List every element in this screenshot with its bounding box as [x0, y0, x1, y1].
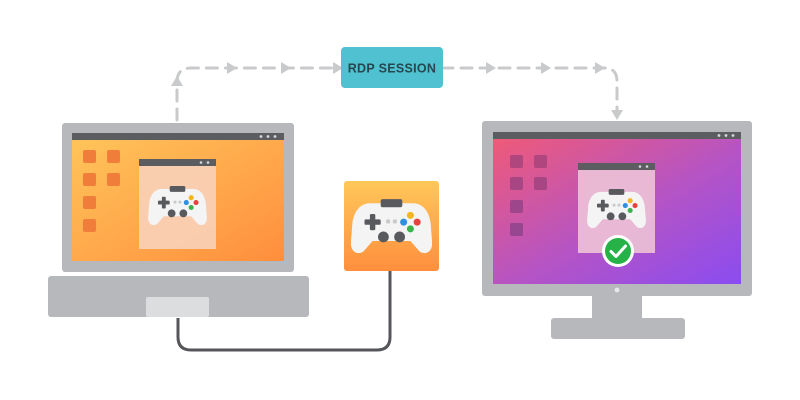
arrowhead-right-icon — [281, 62, 291, 74]
arrowhead-right-icon — [227, 62, 237, 74]
laptop-titlebar — [72, 133, 284, 140]
rdp-flow-arrow — [171, 62, 623, 122]
power-indicator — [614, 287, 620, 293]
arrowhead-right-icon — [541, 62, 551, 74]
arrowhead-up-icon — [171, 76, 183, 86]
arrowhead-right-icon — [595, 62, 605, 74]
monitor-stand-base — [551, 318, 685, 339]
remote-desktop-icons — [510, 155, 547, 236]
usb-gamepad-device — [344, 181, 439, 271]
checkmark-icon — [602, 235, 634, 267]
usb-cable — [176, 271, 392, 352]
arrowhead-right-icon — [486, 62, 496, 74]
laptop-gamepad-window — [139, 159, 216, 249]
rdp-session-box: RDP SESSION — [341, 47, 443, 88]
arrowhead-right-icon — [333, 62, 343, 74]
local-laptop — [48, 123, 309, 317]
laptop-trackpad — [146, 297, 209, 317]
remote-desktop-monitor — [482, 121, 752, 339]
monitor-neck — [592, 296, 642, 318]
laptop-base — [48, 276, 309, 317]
rdp-session-label: RDP SESSION — [348, 62, 437, 76]
laptop-desktop-icons — [83, 150, 120, 232]
arrowhead-down-icon — [611, 110, 623, 120]
monitor-titlebar — [493, 132, 741, 139]
